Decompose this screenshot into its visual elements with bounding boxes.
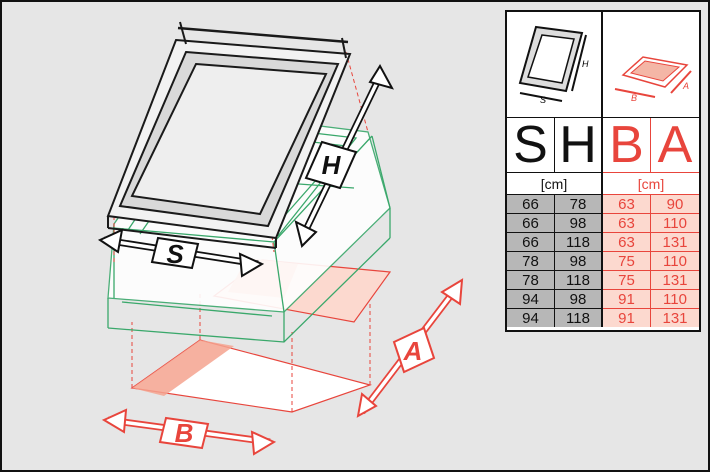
roof-opening-icon: B A xyxy=(603,12,699,118)
table-cell: 63 xyxy=(603,232,651,251)
table-cell: 94 xyxy=(507,289,555,308)
dimension-h: H xyxy=(294,64,395,248)
table-cell: 110 xyxy=(651,289,699,308)
table-cell: 131 xyxy=(651,232,699,251)
table-cell: 63 xyxy=(603,194,651,213)
dimension-s-label: S xyxy=(166,239,184,269)
svg-text:H: H xyxy=(582,59,589,69)
table-cell: 118 xyxy=(555,308,603,327)
dimension-s: S xyxy=(97,228,265,278)
svg-text:A: A xyxy=(682,81,689,91)
table-cell: 78 xyxy=(555,194,603,213)
table-cell: 131 xyxy=(651,308,699,327)
table-cell: 66 xyxy=(507,194,555,213)
dimension-a-label: A xyxy=(403,336,423,366)
table-cell: 94 xyxy=(507,308,555,327)
dimension-a: A xyxy=(356,278,464,418)
table-cell: 131 xyxy=(651,270,699,289)
table-cell: 66 xyxy=(507,213,555,232)
unit-right: [cm] xyxy=(603,172,699,194)
table-cell: 91 xyxy=(603,289,651,308)
table-cell: 78 xyxy=(507,270,555,289)
table-cell: 98 xyxy=(555,289,603,308)
table-cell: 63 xyxy=(603,213,651,232)
header-s: S xyxy=(507,118,555,172)
table-cell: 66 xyxy=(507,232,555,251)
header-a: A xyxy=(657,116,693,174)
table-cell: 110 xyxy=(651,213,699,232)
svg-text:S: S xyxy=(540,95,546,105)
window-frame xyxy=(106,21,352,249)
header-b: B xyxy=(603,118,651,172)
table-cell: 75 xyxy=(603,270,651,289)
roof-window-frame-icon: S H xyxy=(507,12,603,118)
table-cell: 90 xyxy=(651,194,699,213)
dimension-b-label: B xyxy=(175,418,194,448)
table-cell: 98 xyxy=(555,251,603,270)
table-cell: 118 xyxy=(555,270,603,289)
table-cell: 75 xyxy=(603,251,651,270)
dimension-h-label: H xyxy=(322,150,342,180)
svg-text:B: B xyxy=(631,93,637,103)
header-h: H xyxy=(555,118,603,172)
dimension-b: B xyxy=(101,408,277,456)
table-cell: 110 xyxy=(651,251,699,270)
table-cell: 78 xyxy=(507,251,555,270)
table-cell: 118 xyxy=(555,232,603,251)
table-cell: 98 xyxy=(555,213,603,232)
table-cell: 91 xyxy=(603,308,651,327)
unit-left: [cm] xyxy=(507,172,603,194)
